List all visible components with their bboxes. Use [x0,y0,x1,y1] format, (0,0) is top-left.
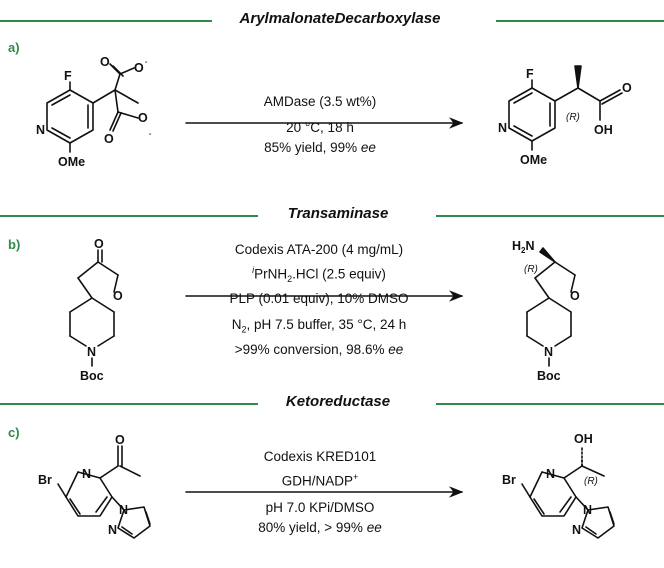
atom-a-F: F [64,69,72,83]
structure-b-product [526,247,576,367]
panel-a-label: a) [8,40,20,55]
stereo-b: (R) [524,264,538,275]
atom-c-N2: N [108,523,117,537]
atom-cp-N-pyr: N [546,467,555,481]
condition-c-ee: ee [366,519,382,535]
atom-a-O2: O [134,61,144,75]
condition-b-2b: .HCl (2.5 equiv) [292,266,386,282]
atom-c-Br: Br [38,473,52,487]
atom-ap-OMe: OMe [520,153,547,167]
atom-a-O1: O [100,55,110,69]
panel-b-label: b) [8,237,21,252]
section-b-line-left [0,215,258,217]
condition-c-2: GDH/NADP [281,473,353,489]
condition-c-plus: + [353,472,359,482]
stereo-a: (R) [566,112,580,123]
condition-a-ee: ee [360,140,376,155]
section-b-title: Transaminase [287,205,389,222]
atom-c-O: O [115,433,125,447]
condition-a-3: 85% yield, 99% [264,140,361,155]
atom-bp-H: H2N [512,239,535,255]
atom-a-OMe: OMe [58,155,85,169]
atom-b-O-keto: O [94,237,104,251]
structure-c-product [521,445,615,539]
atom-bp-O-ring: O [570,289,580,303]
condition-b-3: PLP (0.01 equiv), 10% DMSO [229,291,409,307]
atom-a-O4: O [104,132,114,146]
atom-a-N: N [36,123,45,137]
condition-b-5: >99% conversion, 98.6% [234,341,389,357]
condition-b-2sub: 2 [287,274,293,285]
condition-b-4b: , pH 7.5 buffer, 35 °C, 24 h [246,317,407,333]
condition-c-1: Codexis KRED101 [263,449,377,464]
structure-a-product [508,65,623,151]
structure-a-substrate [46,63,139,153]
atom-bp-N: N [544,345,553,359]
atom-a-minus2: - [149,131,152,138]
atom-ap-O: O [622,81,632,95]
atom-cp-Br: Br [502,473,516,487]
condition-b-iso: i [252,265,255,275]
panel-c-label: c) [8,425,20,440]
atom-a-minus1: - [145,59,148,66]
structure-c-substrate [57,445,151,539]
atom-ap-N: N [498,121,507,135]
atom-b-N: N [87,345,96,359]
condition-a-1: AMDase (3.5 wt%) [263,94,377,109]
condition-b-4a: N [231,317,242,333]
atom-cp-N2: N [572,523,581,537]
section-a-line-right [496,20,664,22]
stereo-c: (R) [584,476,598,487]
condition-b-ee: ee [388,341,404,357]
atom-cp-OH: OH [574,432,593,446]
conditions-b: Codexis ATA-200 (4 mg/mL) iPrNH2.HCl (2.… [188,240,450,360]
condition-b-1: Codexis ATA-200 (4 mg/mL) [234,242,404,257]
section-c-line-left [0,403,258,405]
atom-b-Boc: Boc [80,369,104,383]
section-a-title: ArylmalonateDecarboxylase [239,10,441,27]
atom-c-N1: N [119,503,128,517]
condition-b-4sub: 2 [241,324,247,335]
atom-ap-OH: OH [594,123,613,137]
structure-b-substrate [69,249,119,367]
atom-bp-Boc: Boc [537,369,561,383]
atom-b-O-ring: O [113,289,123,303]
condition-c-4: 80% yield, > 99% [258,519,367,535]
section-b-line-right [436,215,664,217]
atom-ap-F: F [526,67,534,81]
condition-b-2a: PrNH [254,266,288,282]
condition-c-3: pH 7.0 KPi/DMSO [265,499,375,515]
conditions-c: Codexis KRED101 GDH/NADP+ pH 7.0 KPi/DMS… [200,447,440,538]
atom-a-O3: O [138,111,148,125]
atom-c-N-pyr: N [82,467,91,481]
section-c-title: Ketoreductase [285,393,391,410]
atom-cp-N1: N [583,503,592,517]
section-c-line-right [436,403,664,405]
section-a-line-left [0,20,212,22]
